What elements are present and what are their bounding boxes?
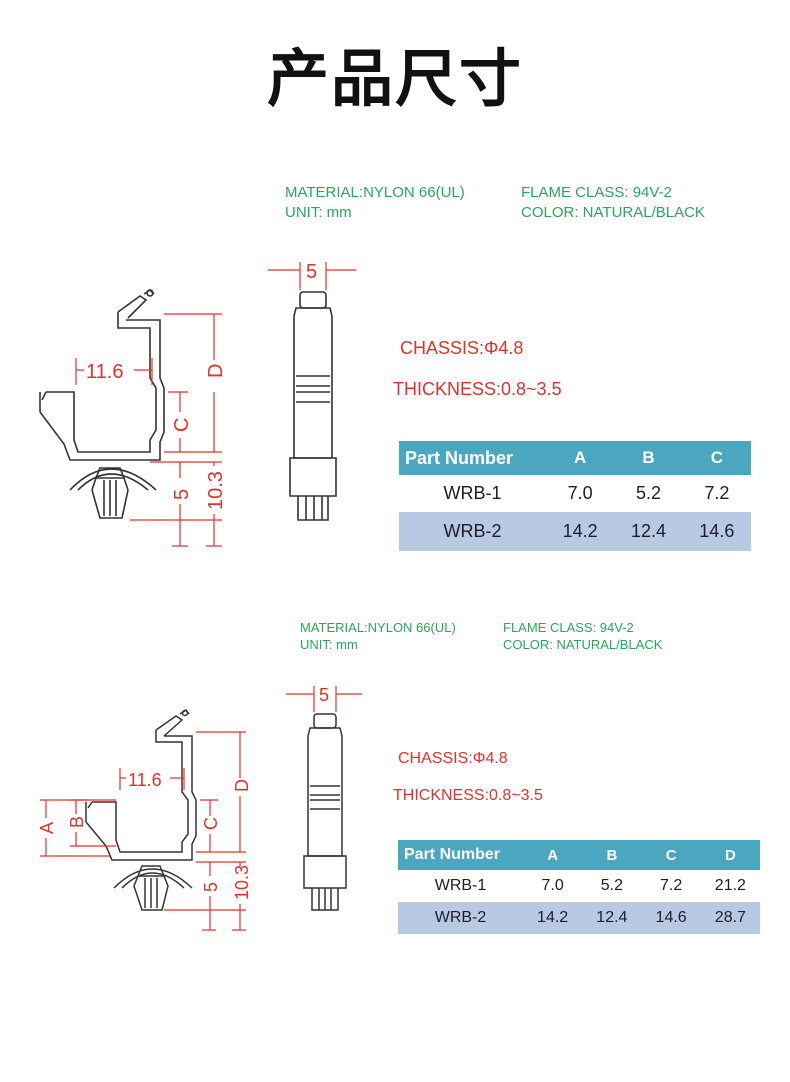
col-a: A	[523, 840, 583, 870]
page-title: 产品尺寸	[266, 42, 523, 115]
dim-width: 5	[306, 261, 317, 283]
material-spec: MATERIAL:NYLON 66(UL)	[300, 620, 456, 635]
flame-spec: FLAME CLASS: 94V-2	[503, 620, 634, 635]
table-row: WRB-1 7.0 5.2 7.2	[399, 475, 751, 512]
dimension-lines	[286, 686, 362, 712]
clip-side-view	[85, 708, 197, 911]
cell: WRB-1	[398, 870, 523, 902]
dim-length: 11.6	[128, 770, 162, 790]
dim-a: A	[37, 822, 57, 834]
chassis-label: CHASSIS:Φ4.8	[398, 750, 508, 767]
cell: 7.2	[641, 870, 701, 902]
dim-width: 5	[319, 685, 329, 705]
col-c: C	[641, 840, 701, 870]
dimension-lines	[40, 731, 246, 931]
clip-front-view	[289, 291, 337, 521]
col-b: B	[582, 840, 642, 870]
cell: 28.7	[700, 902, 760, 934]
cell: 5.2	[582, 870, 642, 902]
dim-length: 11.6	[86, 361, 123, 383]
dim-stem: 5	[201, 882, 221, 892]
part-number-table: Part Number A B C D WRB-1 7.0 5.2 7.2 21…	[398, 840, 760, 934]
thickness-label: THICKNESS:0.8~3.5	[393, 379, 562, 399]
table-row: WRB-1 7.0 5.2 7.2 21.2	[398, 870, 760, 902]
material-spec: MATERIAL:NYLON 66(UL)	[285, 184, 465, 201]
dim-height: 10.3	[232, 865, 252, 900]
cell: 7.0	[523, 870, 583, 902]
clip-front-view	[303, 713, 347, 911]
color-spec: COLOR: NATURAL/BLACK	[521, 204, 705, 221]
col-d: D	[700, 840, 760, 870]
dim-c: C	[171, 418, 193, 432]
cell: 12.4	[614, 512, 683, 551]
dim-b: B	[67, 816, 87, 828]
cell: 5.2	[614, 475, 683, 512]
dim-stem: 5	[171, 489, 193, 500]
cell: 14.6	[682, 512, 751, 551]
col-b: B	[614, 441, 683, 475]
cell: 7.0	[546, 475, 615, 512]
flame-spec: FLAME CLASS: 94V-2	[521, 184, 672, 201]
cell: 14.2	[546, 512, 615, 551]
dimension-lines	[268, 262, 356, 290]
cell: WRB-1	[399, 475, 546, 512]
cell: WRB-2	[398, 902, 523, 934]
dim-c: C	[201, 817, 221, 830]
chassis-label: CHASSIS:Φ4.8	[400, 338, 524, 358]
table-row: WRB-2 14.2 12.4 14.6 28.7	[398, 902, 760, 934]
dimension-lines	[75, 313, 222, 547]
part-number-table: Part Number A B C WRB-1 7.0 5.2 7.2 WRB-…	[399, 441, 751, 551]
cell: 12.4	[582, 902, 642, 934]
cell: 21.2	[700, 870, 760, 902]
cell: 14.6	[641, 902, 701, 934]
clip-side-view	[39, 288, 165, 519]
table-row: WRB-2 14.2 12.4 14.6	[399, 512, 751, 551]
col-part-number: Part Number	[398, 840, 523, 870]
dim-d: D	[232, 779, 252, 792]
color-spec: COLOR: NATURAL/BLACK	[503, 637, 663, 652]
col-c: C	[682, 441, 751, 475]
cell: 7.2	[682, 475, 751, 512]
cell: 14.2	[523, 902, 583, 934]
unit-spec: UNIT: mm	[300, 637, 358, 652]
col-a: A	[546, 441, 615, 475]
thickness-label: THICKNESS:0.8~3.5	[393, 787, 543, 804]
dim-d: D	[205, 364, 227, 378]
unit-spec: UNIT: mm	[285, 204, 352, 221]
dim-height: 10.3	[205, 471, 227, 510]
cell: WRB-2	[399, 512, 546, 551]
col-part-number: Part Number	[399, 441, 546, 475]
